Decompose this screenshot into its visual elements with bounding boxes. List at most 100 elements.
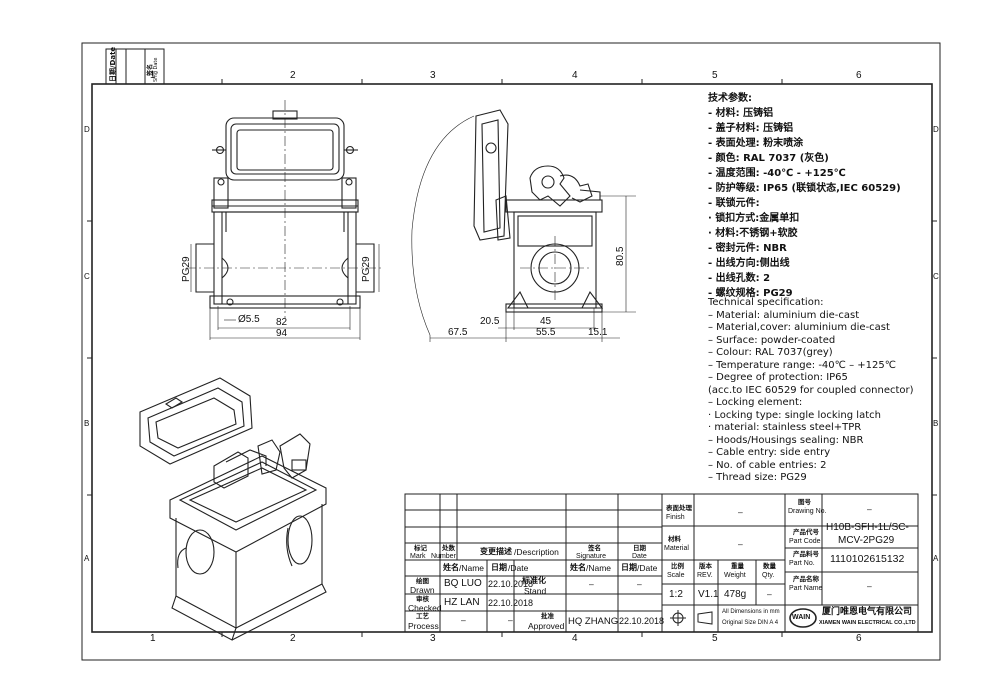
tb-name-cn: 姓名 — [443, 563, 459, 572]
tb-checked-cn: 审核 — [416, 595, 429, 603]
spec-cn-line: 技术参数: — [708, 93, 752, 104]
zone-right-b: B — [933, 419, 939, 428]
zone-top-1: 1 — [150, 70, 156, 81]
spec-en-line: – Material,cover: aluminium die-cast — [708, 322, 890, 333]
tb-number-cn: 处数 — [442, 544, 455, 552]
tb-sig-cn: 签名 — [588, 544, 601, 552]
tb-checked-name: HZ LAN — [444, 597, 480, 608]
margin-sign-en: Sing Date — [153, 57, 159, 82]
tb-mark-en: Mark — [410, 553, 426, 560]
spec-en-line: · Locking type: single locking latch — [708, 410, 881, 421]
zone-bottom-5: 5 — [712, 633, 718, 644]
tb-approved-cn: 批准 — [541, 612, 554, 620]
dim-hole: Ø5.5 — [238, 314, 260, 325]
tb-material-val: – — [738, 539, 743, 549]
tb-desc-cn: 变更描述 — [480, 547, 512, 556]
margin-date: 日期/Date — [109, 46, 117, 82]
tb-name-en: /Name — [459, 563, 485, 573]
tb-part-code-cn: 产品代号 — [793, 528, 819, 536]
zone-top-6: 6 — [856, 70, 862, 81]
spec-cn-line: - 出线方向:侧出线 — [708, 258, 790, 269]
tb-material-en: Material — [664, 545, 689, 552]
spec-cn-line: - 联锁元件: — [708, 198, 760, 209]
dim-45: 45 — [540, 316, 552, 327]
tb-part-no-cn: 产品料号 — [793, 550, 819, 558]
tb-process-en: Process — [408, 621, 439, 631]
tb-dim-note-1: All Dimensions in mm — [722, 609, 780, 615]
tb-name3-en: /Name — [586, 563, 612, 573]
tb-scale-cn: 比例 — [671, 562, 684, 570]
tb-drawing-no-en: Drawing No. — [788, 508, 827, 515]
dim-width-94: 94 — [276, 328, 288, 339]
tb-date-cn: 日期 — [633, 544, 646, 552]
zone-right-d: D — [933, 125, 939, 134]
zone-left-a: A — [84, 554, 90, 563]
tb-finish-cn: 表面处理 — [666, 504, 692, 512]
tb-drawing-no-cn: 图号 — [798, 498, 811, 506]
tb-stand-name: – — [589, 579, 594, 589]
spec-cn-line: - 表面处理: 粉末喷涂 — [708, 138, 804, 149]
spec-en-line: – Locking element: — [708, 397, 803, 408]
tb-qty-val: – — [767, 589, 772, 599]
tb-mark-cn: 标记 — [414, 544, 427, 552]
spec-cn-line: - 颜色: RAL 7037 (灰色) — [708, 153, 829, 164]
tb-weight-cn: 重量 — [731, 562, 744, 570]
zone-bottom-4: 4 — [572, 633, 578, 644]
tb-rev-val: V1.1 — [698, 589, 719, 600]
wain-logo-icon: WAIN — [792, 614, 811, 621]
tb-material-cn: 材料 — [668, 535, 681, 543]
tb-scale-en: Scale — [667, 572, 685, 579]
spec-cn-line: - 密封元件: NBR — [708, 243, 787, 254]
tb-finish-val: – — [738, 507, 743, 517]
tb-part-name-cn: 产品名称 — [793, 575, 819, 583]
tb-stand-cn: 标准化 — [522, 576, 546, 585]
spec-en-line: – Degree of protection: IP65 — [708, 372, 848, 383]
tb-part-no-val: 1110102615132 — [830, 553, 905, 565]
tb-weight-val: 478g — [724, 589, 747, 600]
tb-rev-cn: 版本 — [699, 562, 712, 570]
zone-right-a: A — [933, 554, 939, 563]
tb-number-en: Number — [431, 553, 456, 560]
tb-company-cn: 厦门唯恩电气有限公司 — [822, 607, 913, 617]
spec-en-line: – Surface: powder-coated — [708, 335, 836, 346]
tb-qty-cn: 数量 — [763, 562, 776, 570]
spec-cn-line: - 螺纹规格: PG29 — [708, 288, 793, 299]
tb-dim-note-2: Original Size DIN A 4 — [722, 620, 779, 626]
spec-en-line: – Colour: RAL 7037(grey) — [708, 347, 833, 358]
tb-drawn-en: Drawn — [410, 585, 435, 595]
tb-process-name: – — [461, 615, 466, 625]
tb-date3-en: /Date — [637, 563, 658, 573]
spec-en-line: Technical specification: — [708, 297, 824, 308]
tb-part-no-en: Part No. — [789, 560, 815, 567]
tb-drawing-no-val: – — [867, 504, 872, 514]
tb-weight-en: Weight — [724, 572, 746, 579]
zone-top-4: 4 — [572, 70, 578, 81]
tb-checked-date: 22.10.2018 — [488, 598, 534, 608]
tb-part-code-val-2: MCV-2PG29 — [838, 535, 895, 546]
spec-en-line: – Thread size: PG29 — [708, 472, 807, 483]
tb-scale-val: 1:2 — [669, 589, 683, 600]
tb-date2-en: /Date — [508, 563, 529, 573]
zone-top-2: 2 — [290, 70, 296, 81]
spec-en-line: (acc.to IEC 60529 for coupled connector) — [708, 385, 914, 396]
dim-pg-left: PG29 — [181, 256, 192, 282]
zone-left-b: B — [84, 419, 90, 428]
zone-left-d: D — [84, 125, 90, 134]
spec-cn-line: · 材料:不锈钢+软胶 — [708, 228, 798, 239]
spec-en-line: – No. of cable entries: 2 — [708, 460, 827, 471]
tb-finish-en: Finish — [666, 514, 685, 521]
tb-name3-cn: 姓名 — [570, 563, 586, 572]
zone-left-c: C — [84, 272, 90, 281]
tb-approved-date: 22.10.2018 — [619, 616, 665, 626]
tb-process-cn: 工艺 — [416, 612, 429, 620]
dim-width-82: 82 — [276, 317, 288, 328]
tb-qty-en: Qty. — [762, 572, 775, 579]
zone-bottom-6: 6 — [856, 633, 862, 644]
spec-cn-line: - 出线孔数: 2 — [708, 273, 771, 284]
zone-top-3: 3 — [430, 70, 436, 81]
zone-top-5: 5 — [712, 70, 718, 81]
dim-67-5: 67.5 — [448, 327, 468, 338]
tb-desc-en: /Description — [514, 547, 559, 557]
tb-part-name-val: – — [867, 581, 872, 591]
